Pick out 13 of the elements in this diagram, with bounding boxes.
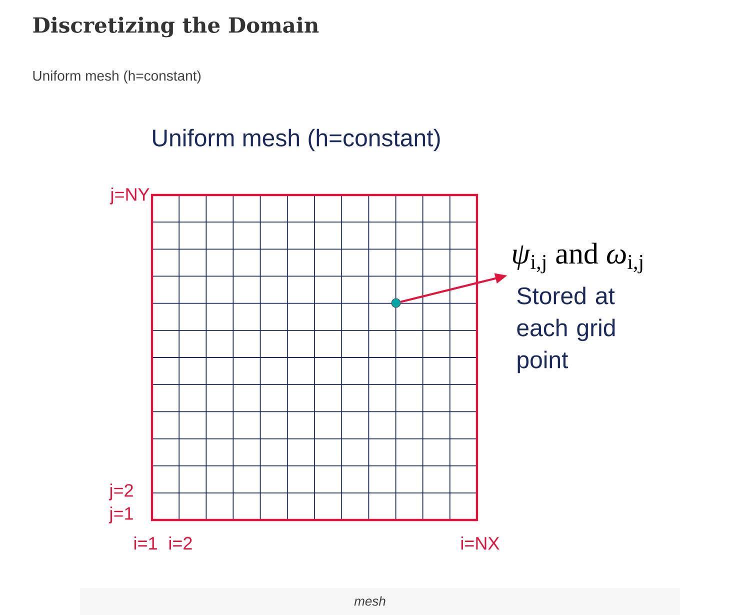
axis-label: i=1: [134, 536, 157, 550]
axis-label: j=NY: [110, 188, 150, 204]
caption: mesh: [354, 596, 386, 606]
heading: Discretizing the Domain: [33, 16, 319, 38]
formula-label: ψ$_{i,j}$ and ω$_{i,j}$: [513, 242, 642, 274]
slide-title: Uniform mesh (h=constant): [153, 128, 440, 152]
axis-label: i=2: [169, 536, 192, 550]
grid-point: [391, 298, 401, 308]
axis-label: j=2: [108, 484, 133, 500]
axis-label: i=NX: [461, 536, 500, 550]
axis-label: j=1: [108, 506, 133, 524]
note-text: Stored at each grid point: [517, 286, 615, 374]
subtitle: Uniform mesh (h=constant): [33, 70, 201, 84]
